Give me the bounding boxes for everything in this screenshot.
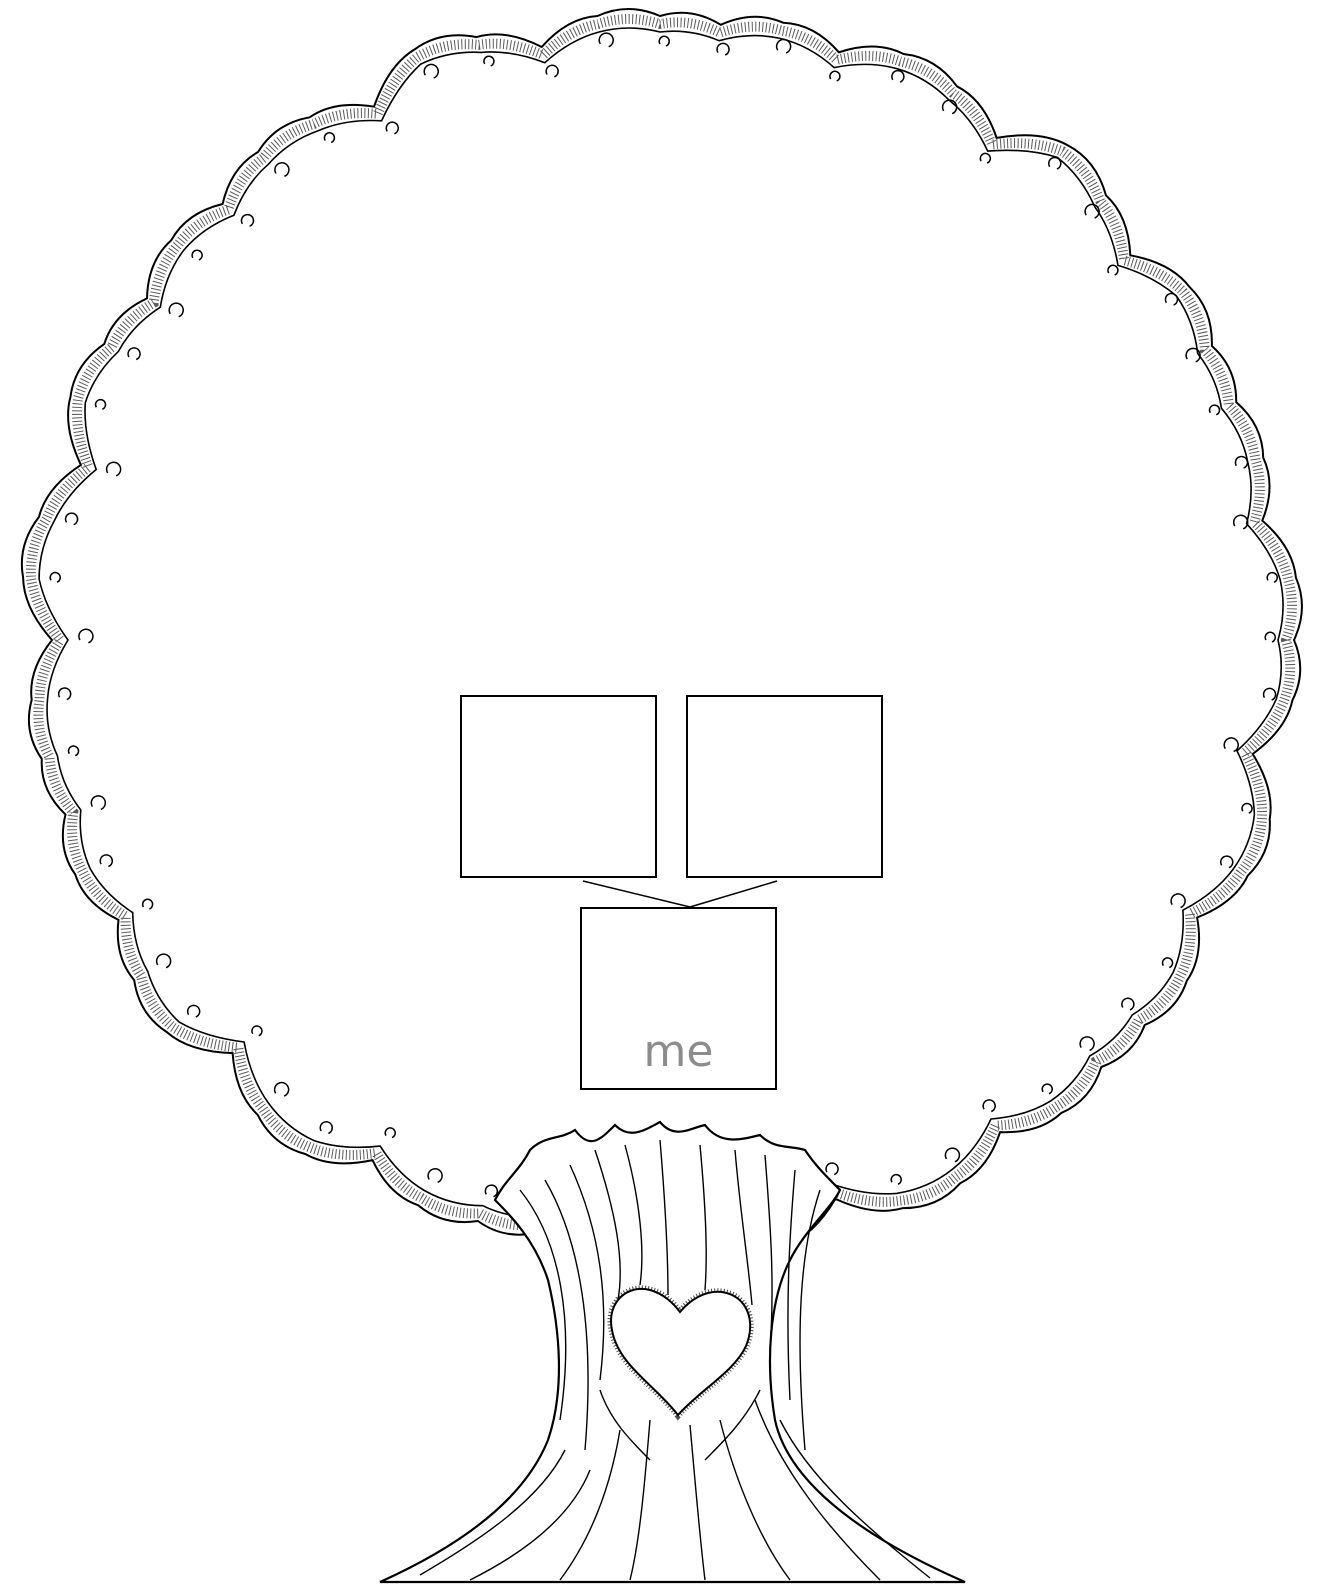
canopy-curl <box>826 1163 838 1175</box>
canopy-curl <box>983 1100 995 1112</box>
canopy-curl <box>69 746 79 756</box>
canopy-curl <box>143 899 153 909</box>
canopy-curl <box>659 36 669 46</box>
canopy-curl <box>59 688 71 700</box>
canopy-curl <box>1264 688 1276 700</box>
canopy-curl <box>1080 1037 1094 1051</box>
me-box[interactable]: me <box>580 907 777 1090</box>
canopy-curl <box>1224 738 1238 752</box>
canopy-curl <box>424 64 438 78</box>
canopy-curl <box>1221 856 1233 868</box>
canopy-curl <box>157 954 171 968</box>
canopy-curl <box>96 400 106 410</box>
canopy-curl <box>546 65 558 77</box>
canopy-curl <box>79 629 93 643</box>
canopy-curl <box>428 1169 442 1183</box>
canopy-curl <box>945 1148 959 1162</box>
canopy-curl <box>252 1026 262 1036</box>
canopy-curl <box>1210 405 1220 415</box>
canopy-curl <box>1235 456 1247 468</box>
canopy-curl <box>386 122 398 134</box>
canopy-curl <box>1163 958 1173 968</box>
canopy-curl <box>599 33 613 47</box>
canopy-curl <box>1049 157 1061 169</box>
canopy-curl <box>943 100 957 114</box>
canopy-curl <box>1267 573 1277 583</box>
canopy-curl <box>485 1185 497 1197</box>
canopy-curl <box>169 303 183 317</box>
canopy-curl <box>188 1005 200 1017</box>
parent-box-right[interactable] <box>686 695 883 878</box>
canopy-curl <box>66 513 78 525</box>
canopy-curl <box>1234 515 1248 529</box>
canopy-curl <box>1122 998 1134 1010</box>
canopy-curl <box>777 39 791 53</box>
canopy-curl <box>1242 804 1252 814</box>
canopy-curl <box>1108 265 1118 275</box>
canopy-curl <box>241 215 253 227</box>
canopy-curl <box>830 71 840 81</box>
canopy-curl <box>107 462 121 476</box>
canopy-curl <box>1042 1084 1052 1094</box>
canopy-curl <box>980 153 990 163</box>
canopy-curl <box>320 1122 332 1134</box>
canopy-curl <box>324 133 334 143</box>
canopy-curl <box>100 855 112 867</box>
canopy-curl <box>1171 894 1185 908</box>
canopy-curl <box>1265 632 1275 642</box>
canopy-curl <box>892 71 904 83</box>
canopy-curl <box>275 163 289 177</box>
tree-trunk <box>380 1122 965 1582</box>
canopy-curl <box>891 1175 901 1185</box>
canopy-curl <box>50 573 60 583</box>
canopy-curl <box>385 1128 395 1138</box>
parent-box-left[interactable] <box>460 695 657 878</box>
canopy-curl <box>192 250 202 260</box>
canopy-curl <box>484 56 494 66</box>
canopy-curl <box>1165 293 1177 305</box>
canopy-curl <box>91 796 105 810</box>
canopy-curl <box>717 43 729 55</box>
canopy-curl <box>275 1083 289 1097</box>
canopy-curl <box>128 348 140 360</box>
me-label: me <box>582 1030 775 1074</box>
